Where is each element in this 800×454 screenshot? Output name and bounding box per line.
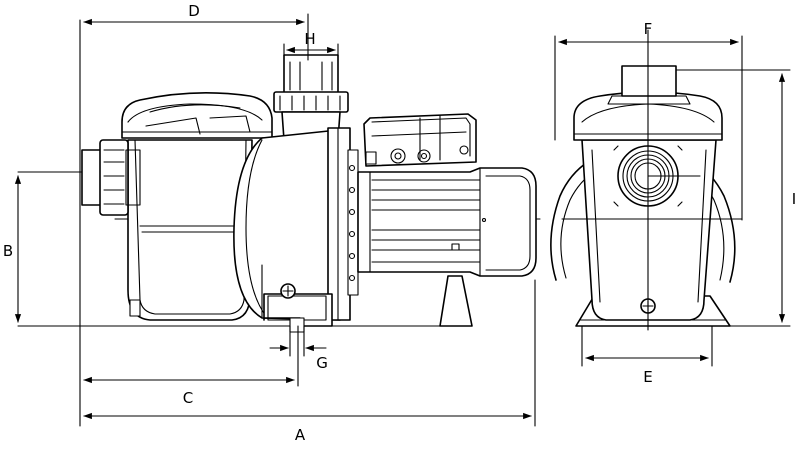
motor-foot xyxy=(439,275,473,327)
dimension-c-label: C xyxy=(183,389,193,407)
front-outlet xyxy=(621,65,677,97)
pump-volute xyxy=(233,129,341,321)
pump-foot xyxy=(263,293,333,327)
dimension-h-label: H xyxy=(304,30,315,48)
volute-flange xyxy=(327,127,351,321)
dimension-a-label: A xyxy=(295,426,306,444)
dimension-b-label: B xyxy=(3,242,13,260)
dimension-e-label: E xyxy=(643,368,652,386)
cable-gland xyxy=(390,148,406,164)
strainer-lid xyxy=(121,92,273,139)
front-view: F E I xyxy=(550,20,796,386)
dimension-g-label: G xyxy=(316,354,328,372)
outlet-union xyxy=(283,54,339,94)
dimension-i-label: I xyxy=(792,190,796,208)
front-housing xyxy=(581,139,717,321)
inlet-union xyxy=(81,149,103,206)
dimension-f-label: F xyxy=(644,20,653,38)
side-view: A B C D H G xyxy=(3,2,541,444)
dimension-d-label: D xyxy=(188,2,200,20)
drain-plug xyxy=(129,299,141,317)
motor-body xyxy=(357,167,537,277)
